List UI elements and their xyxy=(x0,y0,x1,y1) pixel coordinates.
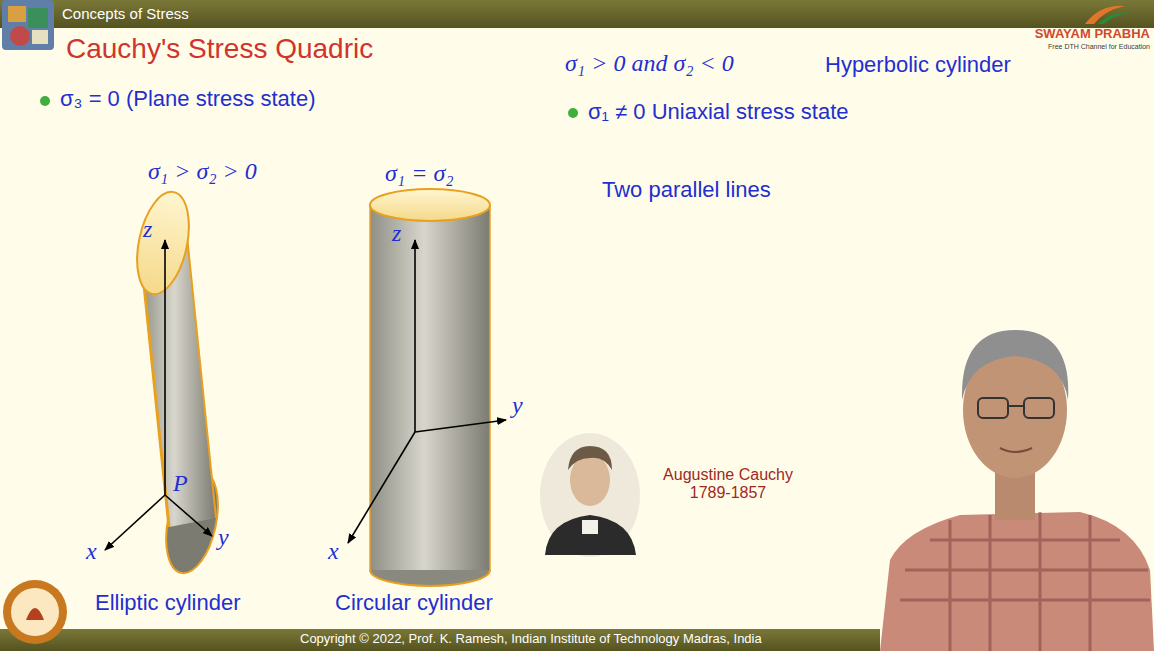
presenter xyxy=(962,330,1068,400)
swayam-logo xyxy=(1098,12,1130,24)
quadric-name: Two parallel lines xyxy=(602,177,771,202)
iit-logo xyxy=(3,580,67,644)
axes xyxy=(348,240,506,543)
iit-logo xyxy=(26,608,44,620)
quadric-name: Elliptic cylinder xyxy=(95,590,241,615)
axes xyxy=(165,495,212,536)
circular-cylinder xyxy=(370,189,490,221)
condition: σ₁ > 0 and σ₂ < 0 xyxy=(565,50,734,78)
iit-logo xyxy=(3,580,67,644)
bullet xyxy=(40,96,50,106)
presenter xyxy=(1008,405,1024,407)
corner-logo xyxy=(8,6,26,22)
corner-logo xyxy=(10,26,30,46)
footer-bar xyxy=(0,629,880,651)
corner-logo xyxy=(28,8,48,28)
circular-cylinder xyxy=(370,189,490,586)
elliptic-cylinder xyxy=(187,236,216,518)
quadric-name: Circular cylinder xyxy=(335,590,493,615)
presenter xyxy=(978,398,1008,418)
swayam-logo xyxy=(1085,6,1130,24)
circular-cylinder xyxy=(489,205,491,570)
quadric-name: Hyperbolic cylinder xyxy=(825,52,1011,77)
axes xyxy=(348,432,415,543)
presenter xyxy=(900,512,1150,651)
condition: σ₁ > σ₂ > 0 xyxy=(148,158,257,186)
presenter xyxy=(880,330,1154,651)
cauchy-portrait xyxy=(540,433,640,557)
corner-logo xyxy=(2,0,54,50)
circular-cylinder xyxy=(370,205,490,570)
presenter xyxy=(880,512,1154,651)
axes xyxy=(105,495,165,550)
presenter xyxy=(1000,448,1032,452)
logo-text: SWAYAM PRABHA xyxy=(1035,27,1150,42)
circular-cylinder xyxy=(369,205,371,570)
condition: σ₁ = σ₂ xyxy=(385,160,454,188)
corner-logo xyxy=(32,30,48,44)
axis-label: z xyxy=(143,216,152,244)
axis-label: P xyxy=(173,470,188,498)
cauchy-portrait xyxy=(568,446,612,470)
axis-label: x xyxy=(86,538,97,566)
slide-title: Cauchy's Stress Quadric xyxy=(66,33,373,65)
bullet-text: σ₁ ≠ 0 Uniaxial stress state xyxy=(588,99,849,124)
axes xyxy=(164,240,166,495)
copyright-text: Copyright © 2022, Prof. K. Ramesh, India… xyxy=(300,632,762,647)
axis-label: y xyxy=(512,392,523,420)
logo-tagline: Free DTH Channel for Education xyxy=(1048,43,1150,51)
header-bar xyxy=(0,0,1154,28)
axis-label: z xyxy=(392,220,401,248)
axis-label: x xyxy=(328,538,339,566)
bullet xyxy=(568,108,578,118)
cauchy-portrait xyxy=(582,520,598,534)
presenter xyxy=(1024,398,1054,418)
cauchy-portrait xyxy=(540,433,640,557)
portrait-caption: Augustine Cauchy 1789-1857 xyxy=(648,466,808,503)
axes xyxy=(105,240,212,550)
corner-logo xyxy=(2,0,54,50)
axis-label: y xyxy=(218,524,229,552)
header-text: Concepts of Stress xyxy=(62,5,189,22)
axes xyxy=(414,240,416,432)
iit-logo xyxy=(11,588,59,636)
elliptic-cylinder xyxy=(129,187,198,299)
circular-cylinder xyxy=(370,570,490,586)
elliptic-cylinder xyxy=(129,187,227,578)
cauchy-portrait xyxy=(545,515,636,555)
axes xyxy=(415,420,506,432)
bullet-text: σ₃ = 0 (Plane stress state) xyxy=(60,86,315,111)
